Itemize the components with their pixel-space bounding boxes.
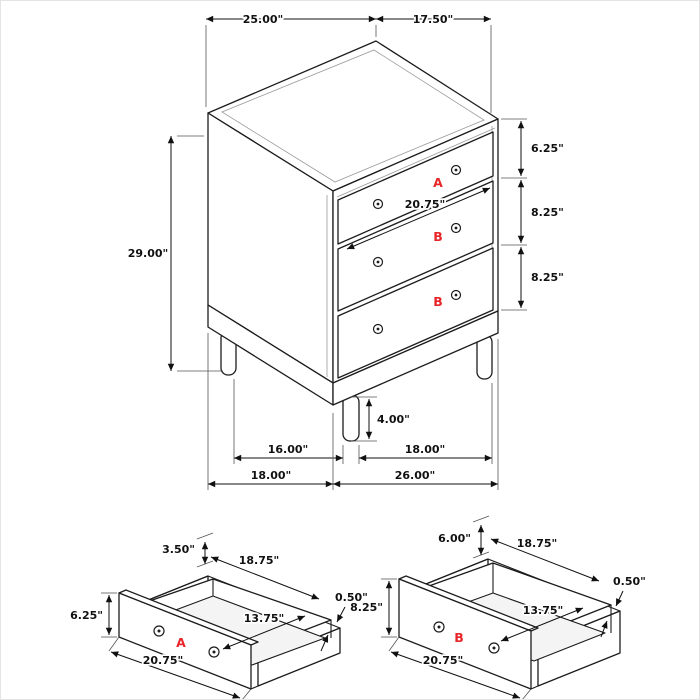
dim-a-inner-depth-label: 13.75" [244,612,285,625]
dim-b-outer-width-label: 20.75" [423,654,464,667]
dim-a-wall-thickness: 0.50" [320,589,370,652]
dim-drawer-a-height-label: 6.25" [531,142,564,155]
dim-a-side-height-label: 3.50" [162,543,195,556]
chest-isometric-view: A B B [207,40,499,442]
drawer-b2-front [337,247,494,379]
knob-dot-icon [492,646,496,650]
drawer-a-tag: A [433,175,443,190]
dimension-line [490,538,600,582]
dim-drawer-front-width: 20.75" [346,187,491,250]
knob-dot-icon [376,260,380,264]
dim-top-width: 25.00" [205,11,377,107]
dimension-line [222,615,306,650]
dim-b-outer-width: 20.75" [388,636,532,699]
dim-drawer-b2-height-label: 8.25" [531,271,564,284]
dim-drawer-b1-height-label: 8.25" [531,206,564,219]
dim-a-inner-width-label: 18.75" [239,554,280,567]
knob-dot-icon [157,629,161,633]
leader-arrow [615,590,624,607]
knob-dot-icon [376,327,380,331]
dim-drawer-b2-height: 8.25" [501,247,566,311]
dim-b-inner-depth-label: 13.75" [523,604,564,617]
dim-a-inner-width: 18.75" [210,552,320,600]
knob-dot-icon [454,226,458,230]
drawer-b1-tag: B [433,229,443,244]
dim-b-wall-thickness: 0.50" [600,573,648,638]
leader-arrow [320,634,329,652]
dim-b-inner-width-label: 18.75" [517,537,558,550]
dim-drawer-a-height: 6.25" [501,118,566,179]
dim-leg-height: 4.00" [351,396,412,442]
dim-base-depth: 18.00" [207,333,334,490]
dim-top-depth: 17.50" [376,11,492,113]
dim-a-front-height-label: 6.25" [70,609,103,622]
dim-a-front-height: 6.25" [68,592,117,638]
dimension-line [390,651,521,699]
dim-b-front-height-label: 8.25" [350,601,383,614]
dim-b-side-height: 6.00" [436,515,490,559]
dim-leg-span-depth-label: 16.00" [268,443,309,456]
dim-overall-height: 29.00" [126,135,223,372]
dim-overall-height-label: 29.00" [128,247,169,260]
knob-dot-icon [212,650,216,654]
dim-b-inner-width: 18.75" [490,535,600,582]
drawer-b-detail-view: B 6.00" 18.75" 8.25" 0.50" 13.75" [348,515,648,699]
witness-tick [196,532,214,540]
drawer-b-detail-tag: B [454,630,464,645]
dimension-line [346,187,491,250]
knob-dot-icon [454,293,458,297]
dimension-line [210,556,320,600]
dim-b-inner-depth: 13.75" [500,602,584,642]
dim-top-depth-label: 17.50" [413,13,454,26]
dim-a-inner-depth: 13.75" [222,610,306,650]
dim-base-width-label: 26.00" [395,469,436,482]
chest-top-underside-edge [336,127,496,198]
dim-leg-span-width: 18.00" [358,383,493,464]
drawer-a-panel-edge [250,685,259,690]
dim-a-outer-width-label: 20.75" [143,654,184,667]
dim-b-wall-thickness-label: 0.50" [613,575,646,588]
witness-tick [242,688,252,699]
witness-tick [108,636,120,652]
drawer-a-detail-tag: A [176,635,186,650]
knob-dot-icon [376,202,380,206]
knob-dot-icon [437,625,441,629]
dim-top-width-label: 25.00" [243,13,284,26]
leader-arrow [600,620,608,638]
dim-a-outer-width: 20.75" [108,636,252,699]
knob-dot-icon [454,168,458,172]
dim-leg-span-depth: 16.00" [233,379,344,464]
dim-leg-span-width-label: 18.00" [405,443,446,456]
leader-arrow [336,606,346,623]
witness-tick [522,688,532,699]
dim-drawer-b1-height: 8.25" [501,180,566,246]
drawer-a-detail-view: A 3.50" 18.75" 6.25" 0.50" 13.75" [68,532,370,699]
dim-base-width: 26.00" [333,339,499,490]
dim-b-side-height-label: 6.00" [438,532,471,545]
chest-leg-front [342,394,360,442]
dim-leg-height-label: 4.00" [377,413,410,426]
witness-tick [472,515,490,523]
dim-b-front-height: 8.25" [348,578,397,638]
dim-a-wall-thickness-label: 0.50" [335,591,368,604]
drawer-b-panel-edge [530,685,539,690]
dim-base-depth-label: 18.00" [251,469,292,482]
chest-top-inset-edge [221,49,485,183]
witness-tick [388,636,400,652]
drawer-b2-tag: B [433,294,443,309]
dim-a-side-height: 3.50" [160,532,214,568]
dimension-line [110,651,241,699]
chest-base-rail-front [332,310,499,406]
dimension-line [500,607,584,642]
dim-drawer-front-width-label: 20.75" [405,198,446,211]
